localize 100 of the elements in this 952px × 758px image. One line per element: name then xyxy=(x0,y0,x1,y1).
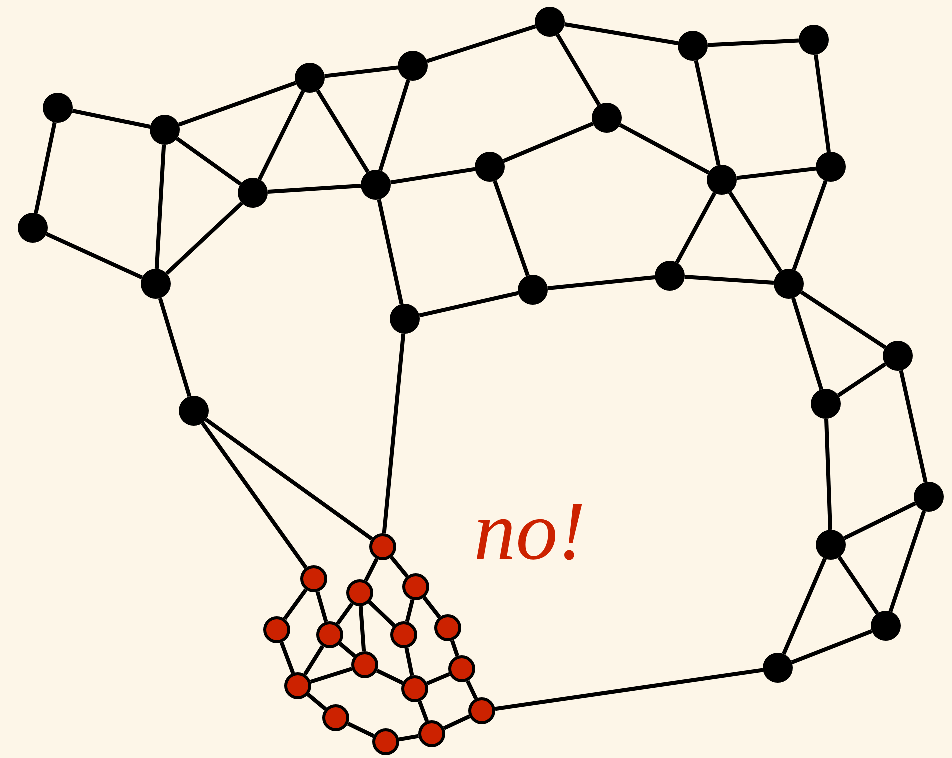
edge-line xyxy=(419,291,519,318)
edge-line xyxy=(158,298,192,398)
vertex-dot xyxy=(238,178,268,208)
vertex-dot xyxy=(592,103,622,133)
vertex-dot xyxy=(316,622,344,648)
edge-line xyxy=(283,588,308,620)
edge-line xyxy=(258,90,306,180)
edge-line xyxy=(178,81,297,127)
edge-line xyxy=(792,180,828,271)
edge-line xyxy=(493,180,530,276)
edge-line xyxy=(316,90,370,174)
vertex-dot xyxy=(816,530,846,560)
vertex-dot xyxy=(370,534,396,560)
edge-line xyxy=(708,38,800,48)
edge-line xyxy=(888,510,926,612)
edge-line xyxy=(268,184,362,194)
edge-line xyxy=(728,192,783,272)
edge-line xyxy=(347,722,375,738)
vertex-dot xyxy=(18,213,48,243)
edge-line xyxy=(280,642,296,674)
edge-line xyxy=(791,298,824,390)
vertex-dot xyxy=(150,115,180,145)
edge-line xyxy=(844,502,916,540)
edge-line xyxy=(899,370,928,483)
vertex-dot xyxy=(346,580,374,606)
edge-line xyxy=(837,362,887,398)
edge-line xyxy=(390,556,409,578)
vertex-dot xyxy=(398,51,428,81)
edge-line xyxy=(426,24,536,64)
vertex-dot xyxy=(816,152,846,182)
edge-line xyxy=(358,606,366,652)
vertex-dot xyxy=(799,25,829,55)
edge-line xyxy=(166,202,244,276)
vertex-dot xyxy=(141,269,171,299)
edge-line xyxy=(154,144,166,270)
vertex-dot xyxy=(300,566,328,592)
vertex-dot xyxy=(295,63,325,93)
edge-line xyxy=(736,166,816,180)
vertex-dot xyxy=(390,304,420,334)
edge-line xyxy=(398,734,420,742)
vertex-dot xyxy=(43,93,73,123)
edge-line xyxy=(418,700,430,722)
annotation-text: no! xyxy=(474,490,586,574)
vertex-dot xyxy=(418,720,446,748)
vertex-dot xyxy=(448,656,476,682)
edge-line xyxy=(390,167,476,185)
vertex-dot xyxy=(763,653,793,683)
vertex-dot xyxy=(914,482,944,512)
vertex-dot xyxy=(678,31,708,61)
edge-line xyxy=(694,60,721,166)
vertex-dot xyxy=(811,389,841,419)
vertex-dot xyxy=(434,614,462,642)
vertex-dot xyxy=(284,672,312,700)
edge-line xyxy=(495,668,764,712)
vertex-dot xyxy=(655,261,685,291)
edge-line xyxy=(376,669,404,685)
vertex-dot xyxy=(535,7,565,37)
vertex-dot xyxy=(322,704,350,732)
vertex-dot xyxy=(871,611,901,641)
edge-line xyxy=(316,591,328,623)
vertex-dot xyxy=(390,622,418,648)
edge-line xyxy=(450,640,460,657)
vertex-dot xyxy=(402,574,430,600)
edge-line xyxy=(503,122,594,164)
edge-line xyxy=(304,645,324,676)
edge-line xyxy=(791,630,873,664)
edge-line xyxy=(338,642,356,658)
edge-line xyxy=(684,275,774,285)
edge-line xyxy=(405,600,415,622)
edge-line xyxy=(72,109,151,129)
edge-line xyxy=(782,558,827,655)
edge-line xyxy=(548,276,656,290)
edge-line xyxy=(675,192,717,264)
vertex-dot xyxy=(883,341,913,371)
edge-line xyxy=(176,137,242,186)
edge-line xyxy=(619,123,710,175)
edge-line xyxy=(364,558,379,582)
vertex-dot xyxy=(352,652,378,678)
edge-line xyxy=(824,418,832,530)
edge-line xyxy=(378,80,410,172)
edge-line xyxy=(46,232,144,280)
vertex-dot xyxy=(372,728,400,756)
vertex-dot xyxy=(179,396,209,426)
edge-line xyxy=(377,199,404,305)
vertex-dot xyxy=(475,152,505,182)
edge-line xyxy=(324,66,398,78)
vertex-dot xyxy=(518,275,548,305)
edge-line xyxy=(404,648,414,676)
edge-line xyxy=(205,418,374,541)
edge-line xyxy=(382,334,406,534)
edge-line xyxy=(426,672,450,686)
edge-line xyxy=(307,693,327,711)
vertex-dot xyxy=(774,269,804,299)
edge-line xyxy=(814,54,831,152)
edge-line xyxy=(310,667,353,684)
edge-line xyxy=(800,290,887,350)
edge-line xyxy=(564,22,679,46)
vertex-dot xyxy=(402,676,428,702)
edge-line xyxy=(838,556,880,615)
vertex-dot xyxy=(707,165,737,195)
